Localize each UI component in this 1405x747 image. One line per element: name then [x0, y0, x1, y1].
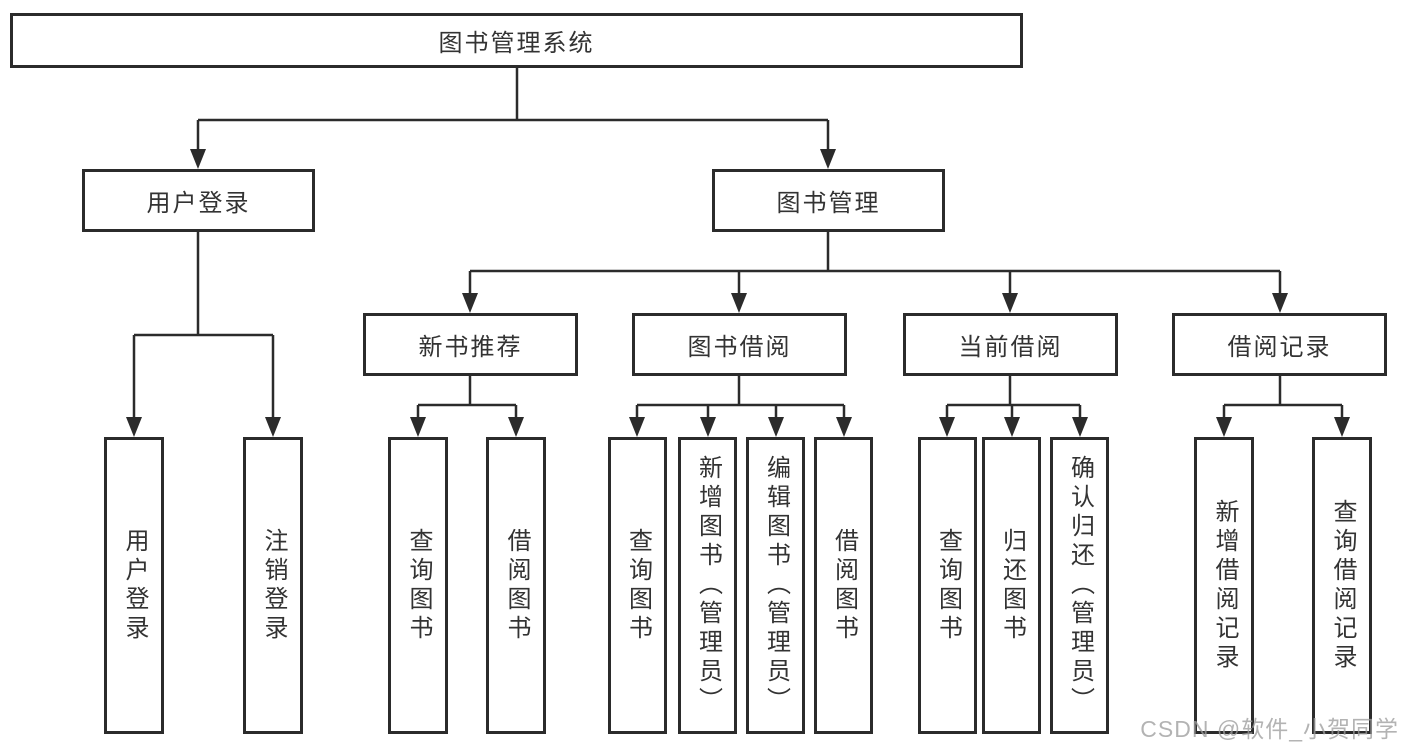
leaf-current-confirm-return-admin: 确认归还（管理员）	[1050, 437, 1109, 734]
leaf-logout: 注销登录	[243, 437, 303, 734]
leaf-records-add-record: 新增借阅记录	[1194, 437, 1254, 734]
leaf-borrow-borrow-books: 借阅图书	[814, 437, 873, 734]
node-book-borrow: 图书借阅	[632, 313, 847, 376]
leaf-records-query-record: 查询借阅记录	[1312, 437, 1372, 734]
leaf-borrow-edit-books-admin: 编辑图书（管理员）	[746, 437, 805, 734]
node-new-book-recommend: 新书推荐	[363, 313, 578, 376]
node-current-borrow: 当前借阅	[903, 313, 1118, 376]
node-book-management: 图书管理	[712, 169, 945, 232]
node-user-login: 用户登录	[82, 169, 315, 232]
leaf-current-return-books: 归还图书	[982, 437, 1041, 734]
edge-arrowheads	[126, 149, 1350, 437]
leaf-borrow-add-books-admin: 新增图书（管理员）	[678, 437, 737, 734]
edge-lines	[132, 68, 1344, 419]
node-borrow-records: 借阅记录	[1172, 313, 1387, 376]
leaf-borrow-query-books: 查询图书	[608, 437, 667, 734]
leaf-user-login: 用户登录	[104, 437, 164, 734]
leaf-current-query-books: 查询图书	[918, 437, 977, 734]
leaf-newrec-query-books: 查询图书	[388, 437, 448, 734]
leaf-newrec-borrow-books: 借阅图书	[486, 437, 546, 734]
node-root: 图书管理系统	[10, 13, 1023, 68]
csdn-watermark: CSDN @软件_小贺同学	[1140, 716, 1399, 742]
